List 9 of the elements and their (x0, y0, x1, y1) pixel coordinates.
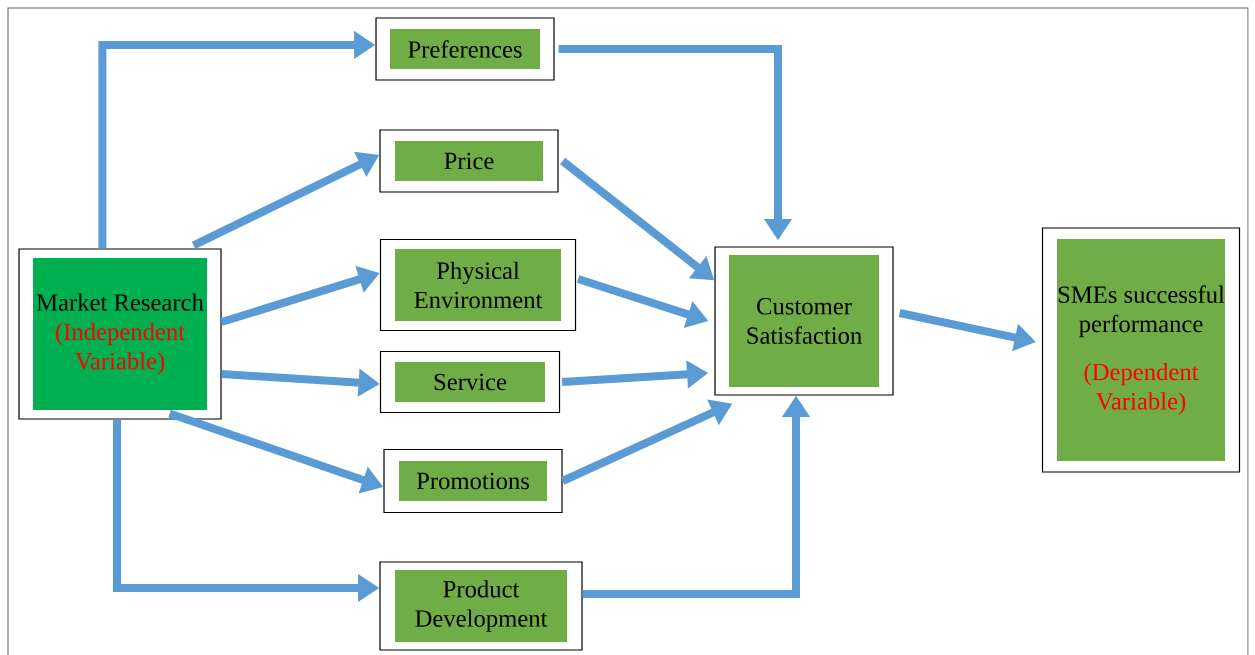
text-box: SMEs successful performance (Dependent Variable) (1041, 227, 1241, 473)
text-box: Customer Satisfaction (714, 246, 894, 396)
text-box: Market Research (Independent Variable) (18, 248, 222, 420)
text-box: Service (379, 350, 561, 414)
text-box: Promotions (383, 448, 563, 514)
text-box: Product Development (379, 561, 583, 651)
text-box: Price (379, 129, 559, 193)
text-box: Physical Environment (379, 238, 577, 332)
text-box: Preferences (375, 17, 555, 81)
